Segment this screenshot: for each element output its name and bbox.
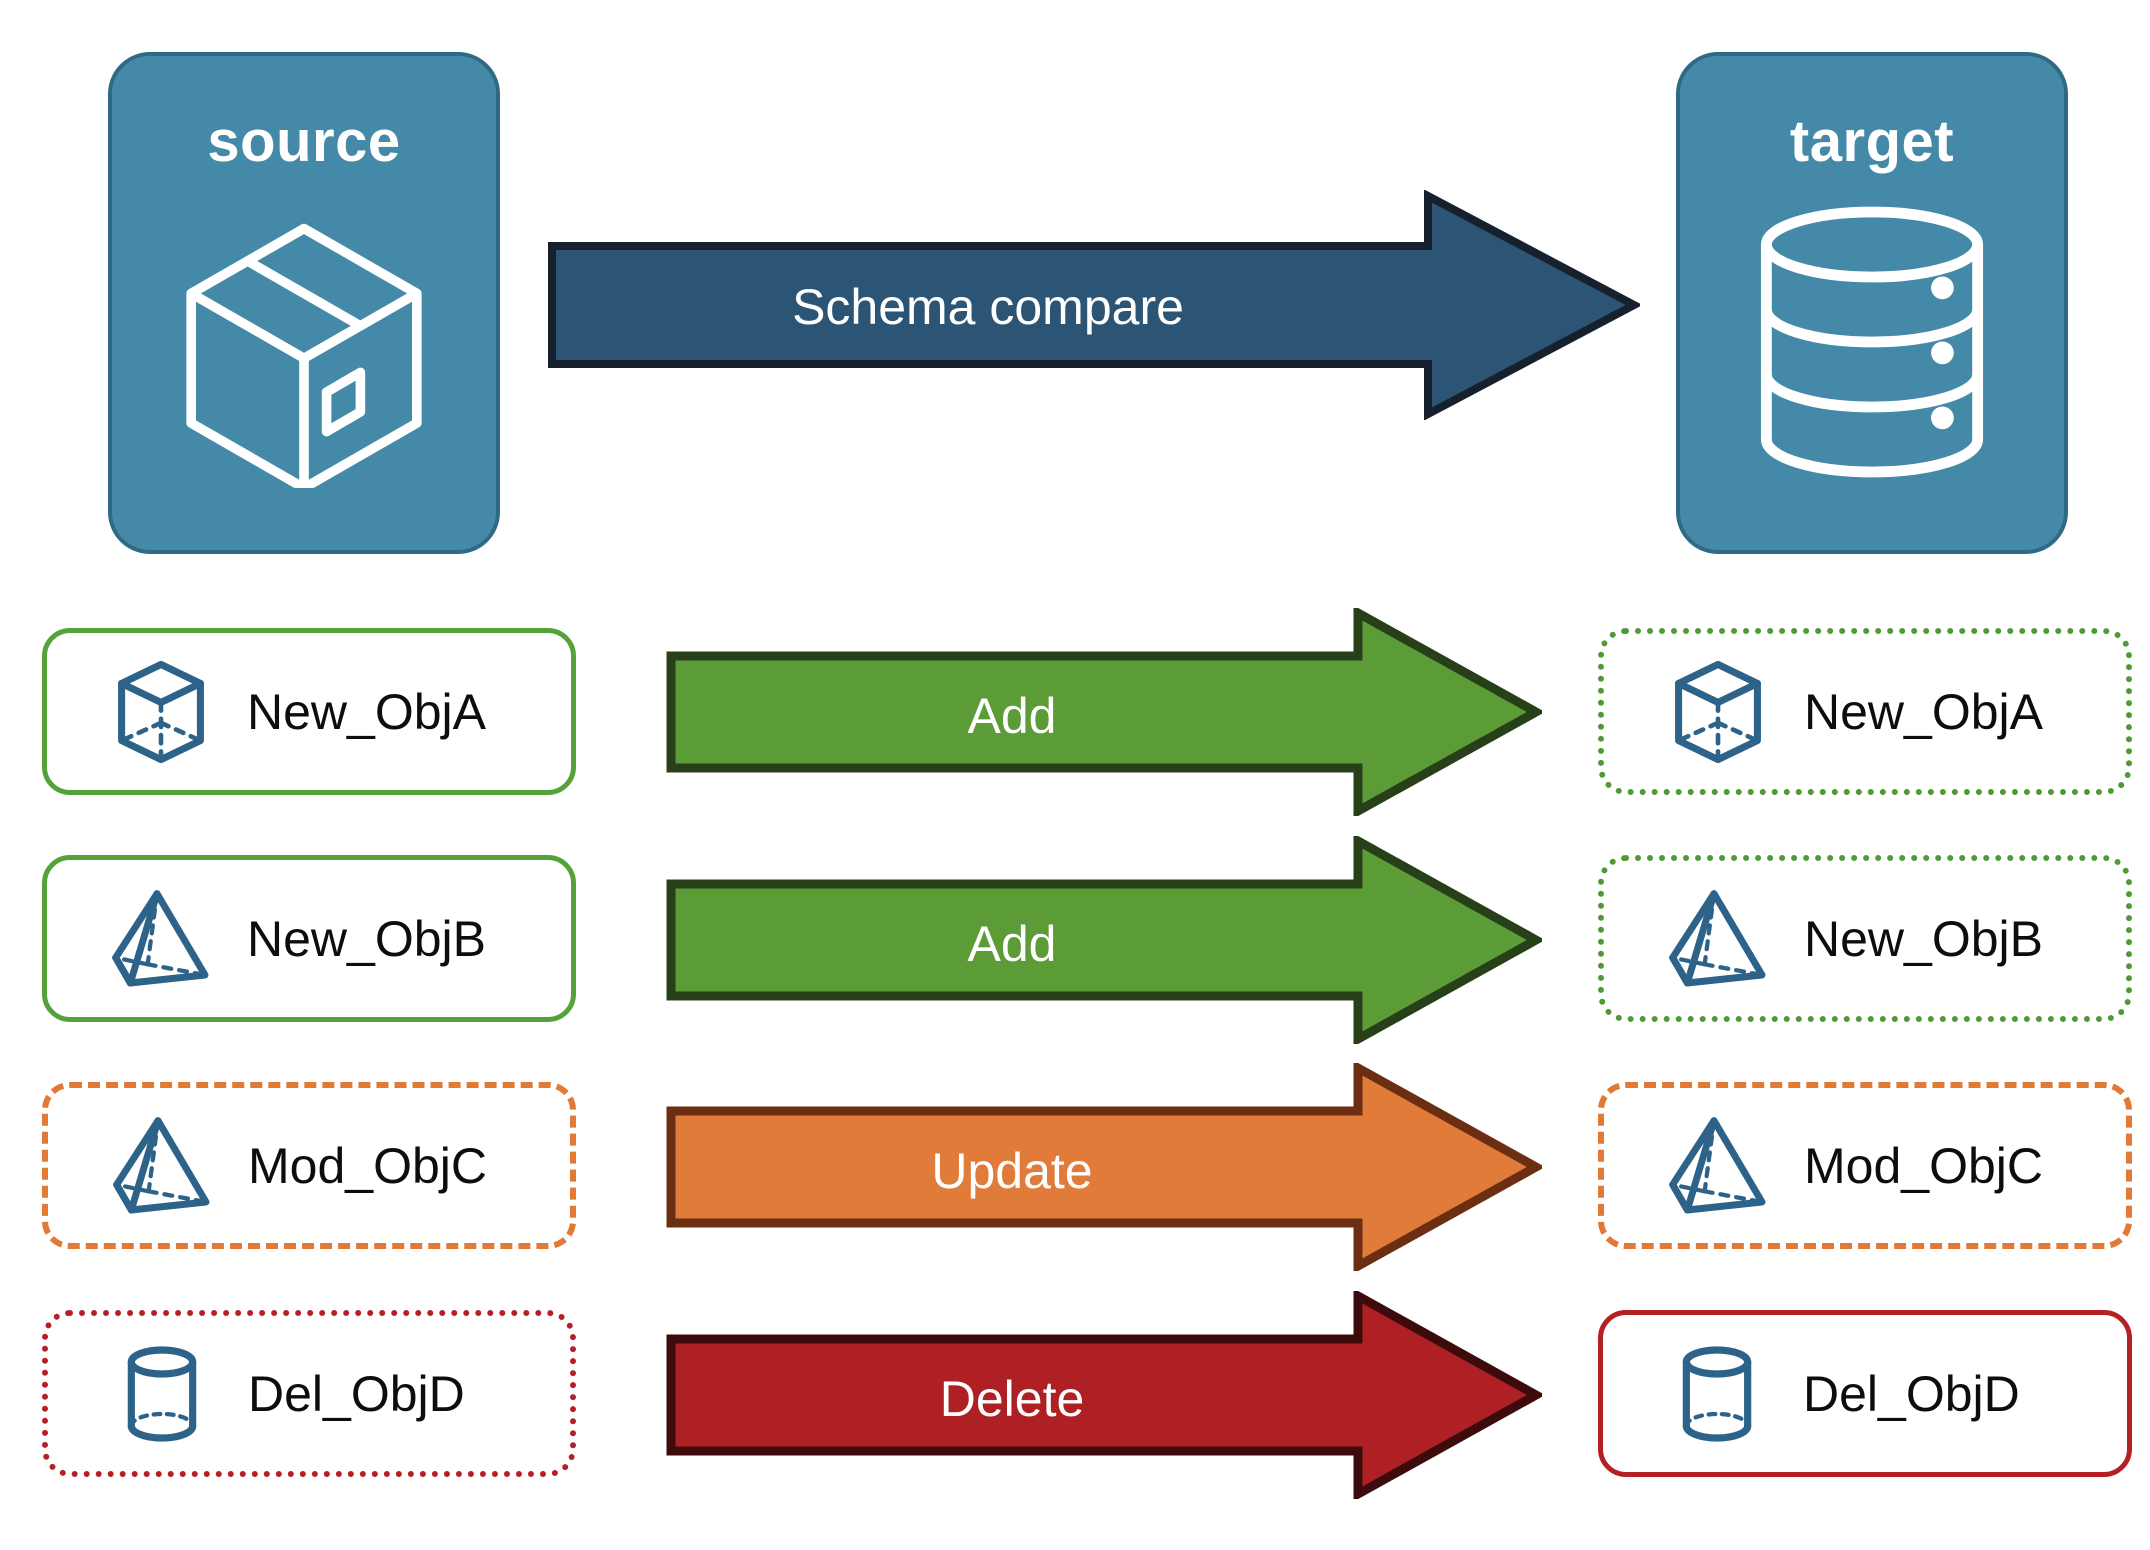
source-card-row-1[interactable]: New_ObjB <box>42 855 576 1022</box>
schema-compare-label: Schema compare <box>792 279 1184 335</box>
source-panel[interactable]: source <box>108 52 500 554</box>
action-arrow-add-2[interactable] <box>666 833 1546 1047</box>
action-arrow-add-1[interactable] <box>666 605 1546 819</box>
wireframe-pyramid-icon <box>110 1114 214 1218</box>
target-card-label-row-1: New_ObjB <box>1804 910 2043 967</box>
wireframe-cylinder-icon <box>110 1342 214 1446</box>
target-card-label-row-3: Del_ObjD <box>1803 1365 2020 1422</box>
target-card-row-1[interactable]: New_ObjB <box>1598 855 2132 1022</box>
database-cylinder-icon <box>1680 206 2064 478</box>
source-panel-title: source <box>207 109 401 174</box>
source-card-label-row-0: New_ObjA <box>247 683 486 740</box>
target-card-row-3[interactable]: Del_ObjD <box>1598 1310 2132 1477</box>
action-arrow-label-2: Update <box>931 1143 1093 1199</box>
wireframe-pyramid-icon <box>109 887 213 991</box>
package-cube-icon <box>112 206 496 488</box>
action-arrow-delete[interactable] <box>666 1288 1546 1502</box>
action-arrow-update[interactable] <box>666 1060 1546 1274</box>
target-panel[interactable]: target <box>1676 52 2068 554</box>
target-card-label-row-0: New_ObjA <box>1804 683 2043 740</box>
target-card-row-2[interactable]: Mod_ObjC <box>1598 1082 2132 1249</box>
wireframe-cube-icon <box>1666 659 1770 765</box>
source-card-row-2[interactable]: Mod_ObjC <box>42 1082 576 1249</box>
action-arrow-label-1: Add <box>967 916 1057 972</box>
source-card-label-row-2: Mod_ObjC <box>248 1137 487 1194</box>
wireframe-pyramid-icon <box>1666 887 1770 991</box>
wireframe-pyramid-icon <box>1666 1114 1770 1218</box>
action-arrow-label-0: Add <box>967 688 1057 744</box>
target-card-label-row-2: Mod_ObjC <box>1804 1137 2043 1194</box>
source-card-row-0[interactable]: New_ObjA <box>42 628 576 795</box>
source-card-label-row-3: Del_ObjD <box>248 1365 465 1422</box>
target-card-row-0[interactable]: New_ObjA <box>1598 628 2132 795</box>
wireframe-cube-icon <box>109 659 213 765</box>
source-card-row-3[interactable]: Del_ObjD <box>42 1310 576 1477</box>
schema-compare-arrow[interactable] <box>548 189 1643 421</box>
target-panel-title: target <box>1789 109 1955 174</box>
wireframe-cylinder-icon <box>1665 1342 1769 1446</box>
action-arrow-label-3: Delete <box>939 1371 1085 1427</box>
source-card-label-row-1: New_ObjB <box>247 910 486 967</box>
